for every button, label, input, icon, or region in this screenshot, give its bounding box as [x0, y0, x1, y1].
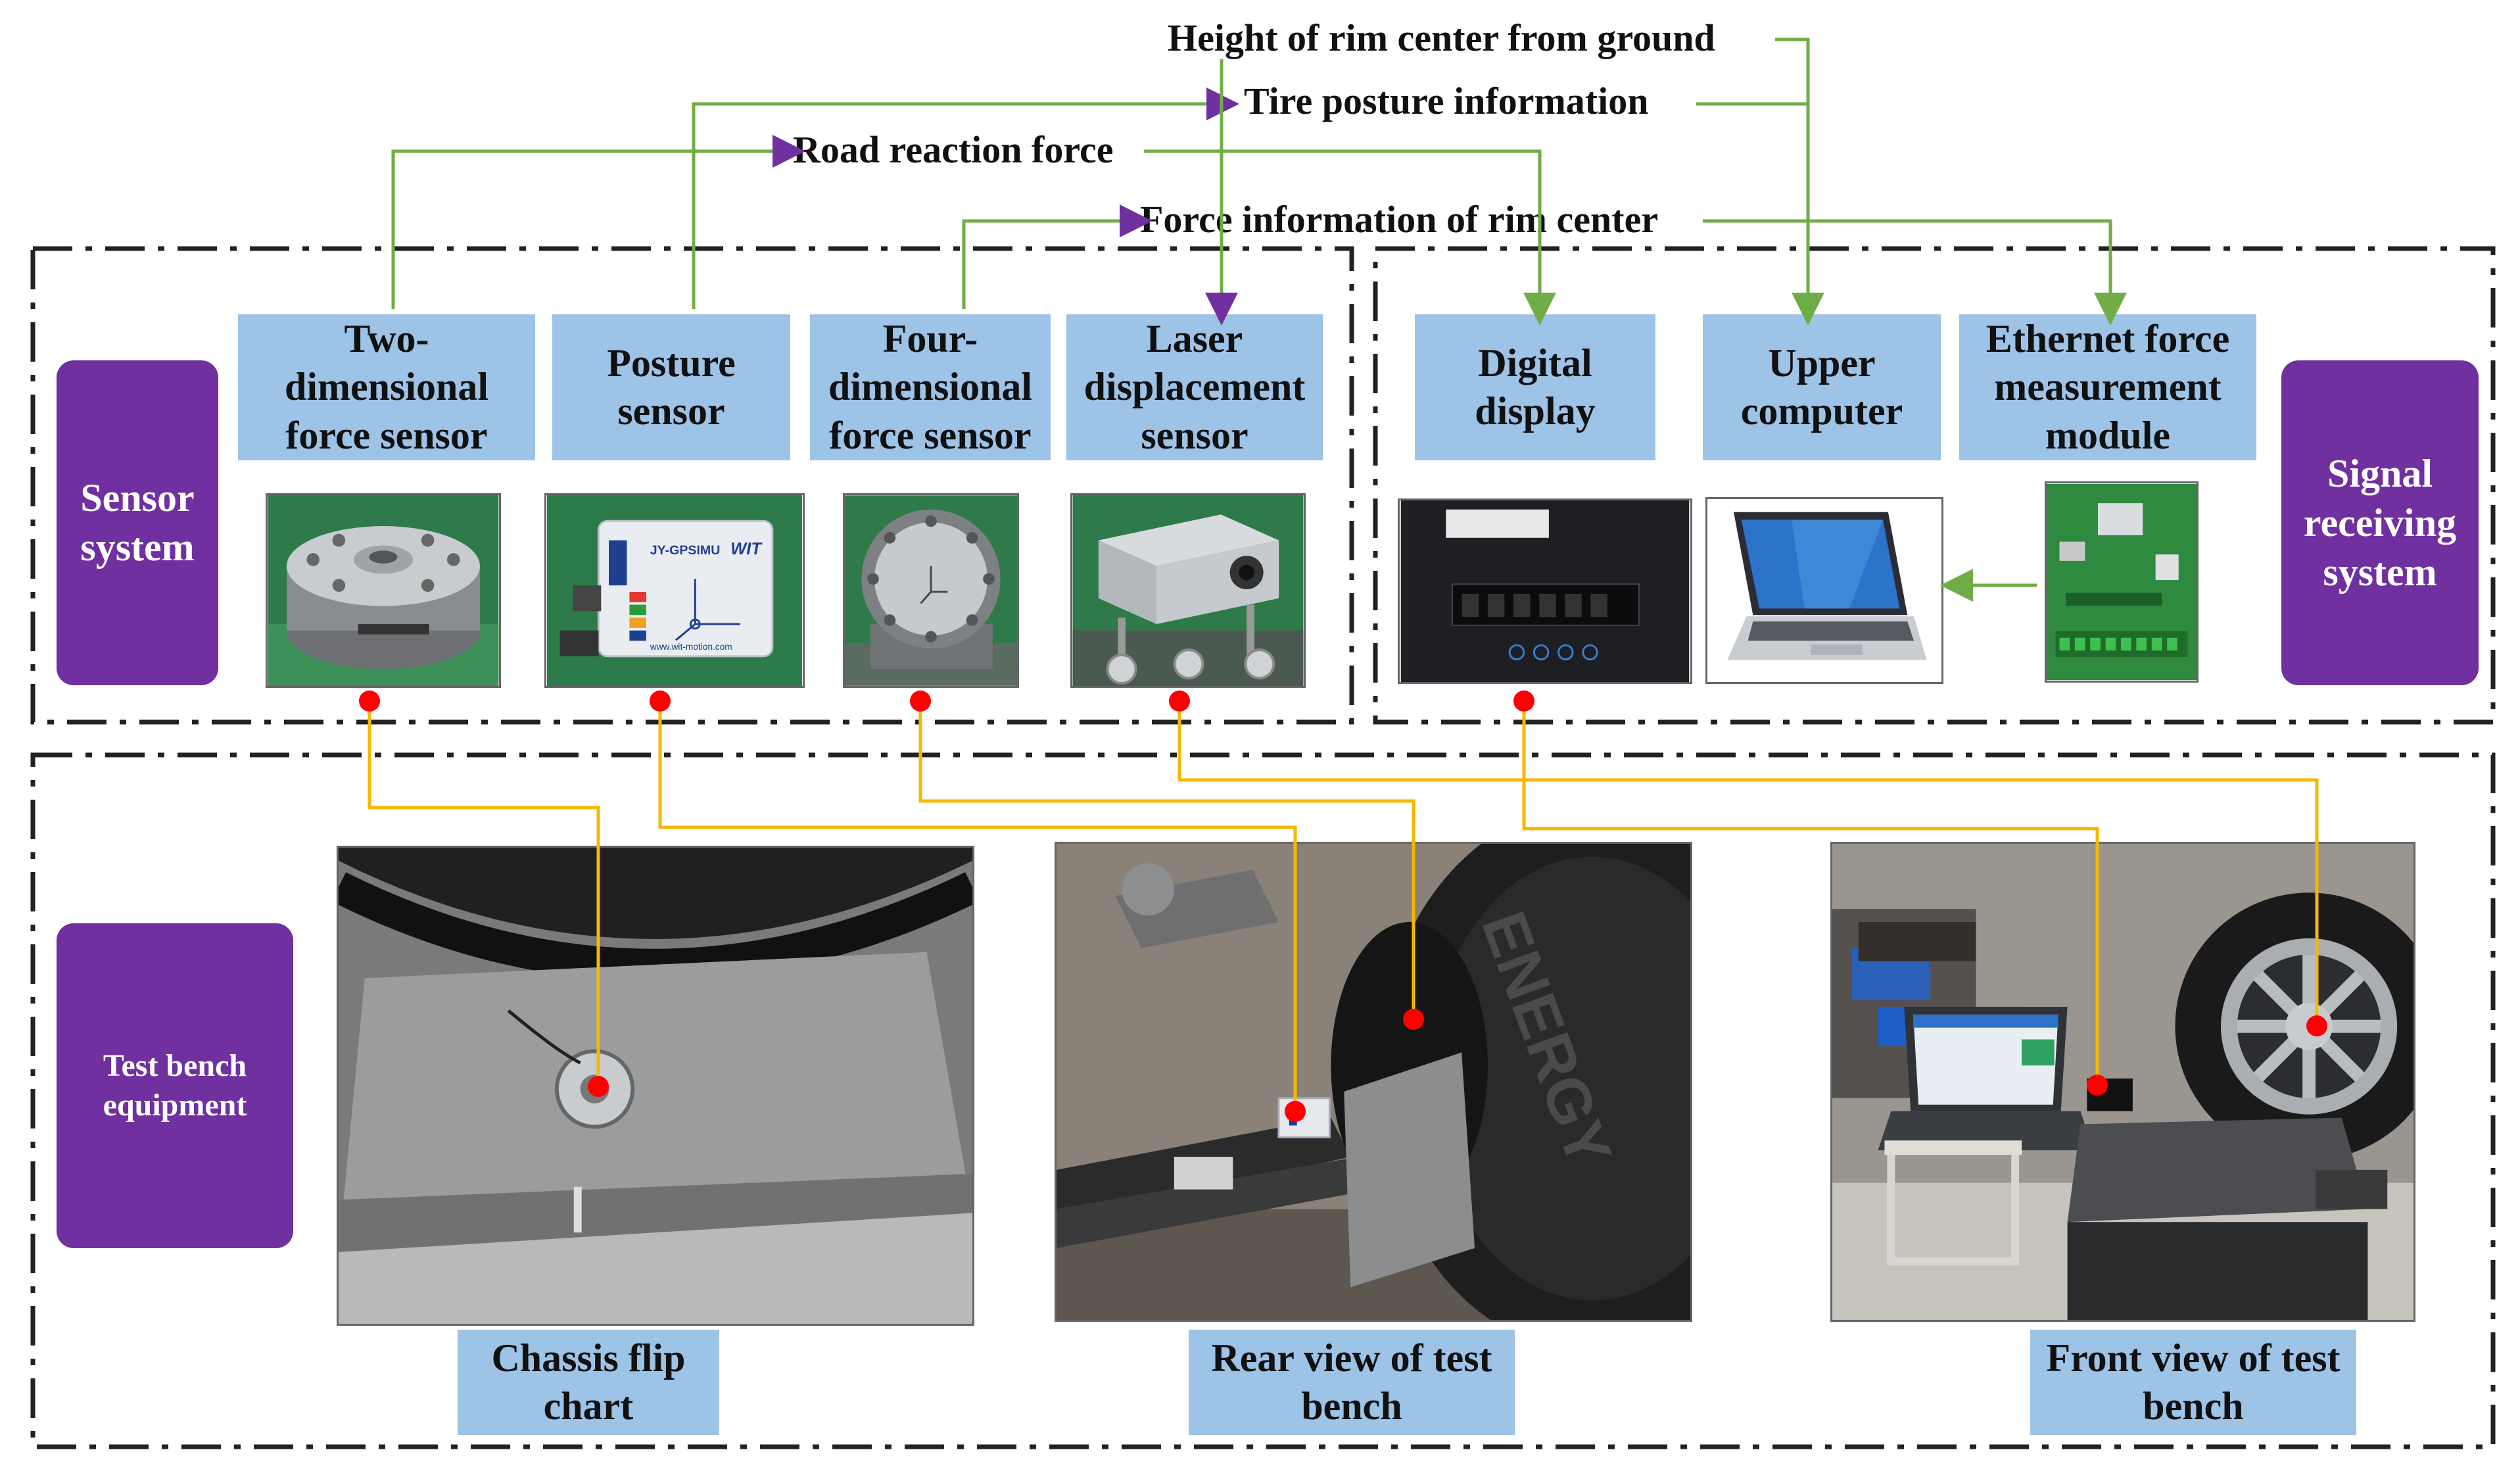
- laser-displacement-sensor-photo: [1070, 493, 1306, 688]
- label-laser-displacement-sensor: Laser displacement sensor: [1066, 314, 1323, 460]
- digital-display-photo: [1398, 498, 1692, 684]
- marker-two-dimensional-sensor: [359, 691, 380, 712]
- laptop-illustration: [1707, 499, 1941, 682]
- caption-chassis-flip-chart: Chassis flip chart: [458, 1330, 719, 1435]
- laptop-photo: [1705, 497, 1943, 684]
- digital-display-illustration: [1400, 500, 1690, 682]
- line-force-to-ethernet: [1703, 219, 2127, 326]
- flow-label-force: Force information of rim center: [1136, 199, 1663, 241]
- sensor-system-label: Sensor system: [57, 360, 218, 685]
- load-cell-illustration: [268, 495, 499, 686]
- signal-receiving-system-label: Signal receiving system: [2281, 360, 2479, 685]
- label-two-dimensional-force-sensor: Two- dimensional force sensor: [238, 314, 535, 460]
- label-four-dimensional-force-sensor: Four- dimensional force sensor: [810, 314, 1051, 460]
- label-posture-sensor: Posture sensor: [552, 314, 790, 460]
- ethernet-module-photo: [2045, 481, 2199, 683]
- marker-digital-display: [1513, 691, 1534, 712]
- test-bench-equipment-label: Test bench equipment: [57, 923, 293, 1248]
- label-digital-display: Digital display: [1415, 314, 1655, 460]
- imu-url-text: www.wit-motion.com: [650, 642, 732, 652]
- two-dimensional-force-sensor-photo: [266, 493, 501, 688]
- marker-posture-sensor: [650, 691, 671, 712]
- line-force-from-sensor: [962, 205, 1153, 309]
- imu-brand-text: WIT: [730, 540, 763, 558]
- label-upper-computer: Upper computer: [1703, 314, 1941, 460]
- imu-box-illustration: JY-GPSIMU WIT www.wit-motion.com: [547, 495, 802, 686]
- caption-rear-view-test-bench: Rear view of test bench: [1189, 1330, 1515, 1435]
- flow-label-road: Road reaction force: [789, 129, 1118, 171]
- posture-sensor-photo: JY-GPSIMU WIT www.wit-motion.com: [544, 493, 805, 688]
- chassis-illustration: [339, 848, 972, 1324]
- caption-front-view-test-bench: Front view of test bench: [2030, 1330, 2356, 1435]
- chassis-flip-photo: [337, 846, 974, 1326]
- rear-view-test-bench-photo: ENERGY: [1055, 842, 1692, 1322]
- label-ethernet-force-measurement-module: Ethernet force measurement module: [1959, 314, 2256, 460]
- marker-laser-sensor: [1169, 691, 1190, 712]
- four-d-sensor-illustration: [845, 495, 1017, 686]
- flow-label-posture: Tire posture information: [1240, 80, 1653, 122]
- front-view-test-bench-photo: [1830, 842, 2415, 1322]
- line-road-from-sensor: [391, 135, 805, 309]
- marker-four-dimensional-sensor: [910, 691, 931, 712]
- laser-sensor-illustration: [1072, 495, 1304, 686]
- line-height-to-computer: [1775, 37, 1824, 326]
- rear-view-illustration: ENERGY: [1057, 844, 1690, 1320]
- four-dimensional-force-sensor-photo: [843, 493, 1019, 688]
- imu-model-text: JY-GPSIMU: [650, 543, 721, 558]
- flow-label-height: Height of rim center from ground: [1164, 17, 1719, 59]
- front-view-illustration: [1832, 844, 2413, 1320]
- ethernet-board-illustration: [2047, 483, 2197, 681]
